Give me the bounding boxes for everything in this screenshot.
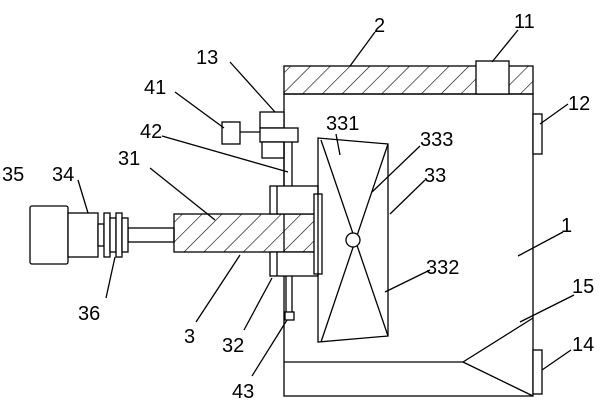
label-331: 331 [326, 113, 359, 135]
label-15: 15 [572, 276, 594, 298]
label-35: 35 [2, 164, 24, 186]
leader-14 [541, 349, 572, 371]
disc-36-a [103, 212, 111, 258]
coupling-shaft [97, 223, 105, 247]
funnel [461, 317, 534, 397]
sleeve-31 [173, 213, 319, 253]
fan-hub [345, 232, 361, 248]
coupling-34 [67, 212, 99, 258]
leader-42 [161, 135, 289, 173]
label-333: 333 [420, 129, 453, 151]
bracket-upper [259, 127, 299, 143]
top-box [475, 60, 510, 95]
label-31: 31 [118, 148, 140, 170]
lower-bearing [269, 251, 319, 277]
disc-36-b [109, 217, 117, 253]
leader-31 [149, 167, 216, 221]
label-332: 332 [426, 257, 459, 279]
label-43: 43 [232, 381, 254, 403]
motor-35 [29, 205, 69, 265]
label-12: 12 [568, 93, 590, 115]
label-33: 33 [424, 165, 446, 187]
label-36: 36 [78, 303, 100, 325]
leader-15 [519, 294, 575, 323]
side-box-12 [532, 113, 543, 155]
leader-12 [539, 103, 569, 125]
label-32: 32 [222, 335, 244, 357]
label-11: 11 [514, 11, 535, 33]
leader-13 [229, 61, 276, 113]
leader-2 [349, 31, 376, 67]
side-box-14 [532, 349, 543, 395]
bracket-lower [261, 141, 285, 159]
leader-32 [243, 277, 273, 331]
leader-332 [384, 269, 431, 293]
leader-33 [389, 179, 426, 215]
actuator-41 [221, 121, 241, 145]
rod-43-tip [284, 311, 295, 321]
label-3: 3 [184, 326, 195, 348]
leader-333 [371, 145, 421, 193]
leader-34 [77, 179, 89, 214]
shaft-left [127, 227, 175, 243]
label-2: 2 [374, 15, 385, 37]
label-1: 1 [561, 215, 572, 237]
leader-41 [174, 91, 225, 129]
label-13: 13 [196, 47, 218, 69]
label-34: 34 [52, 164, 74, 186]
disc-36-d [121, 217, 129, 253]
label-41: 41 [144, 77, 166, 99]
label-14: 14 [572, 334, 594, 356]
leader-36 [105, 256, 116, 299]
leader-331 [335, 133, 341, 156]
leader-11 [491, 29, 519, 63]
leader-3 [195, 254, 241, 323]
upper-bearing [269, 185, 319, 215]
disc-36-c [115, 212, 123, 258]
bracket-13 [259, 111, 285, 129]
housing-body [283, 93, 534, 397]
leader-43 [251, 319, 288, 377]
label-42: 42 [140, 121, 162, 143]
leader-1 [517, 231, 564, 257]
